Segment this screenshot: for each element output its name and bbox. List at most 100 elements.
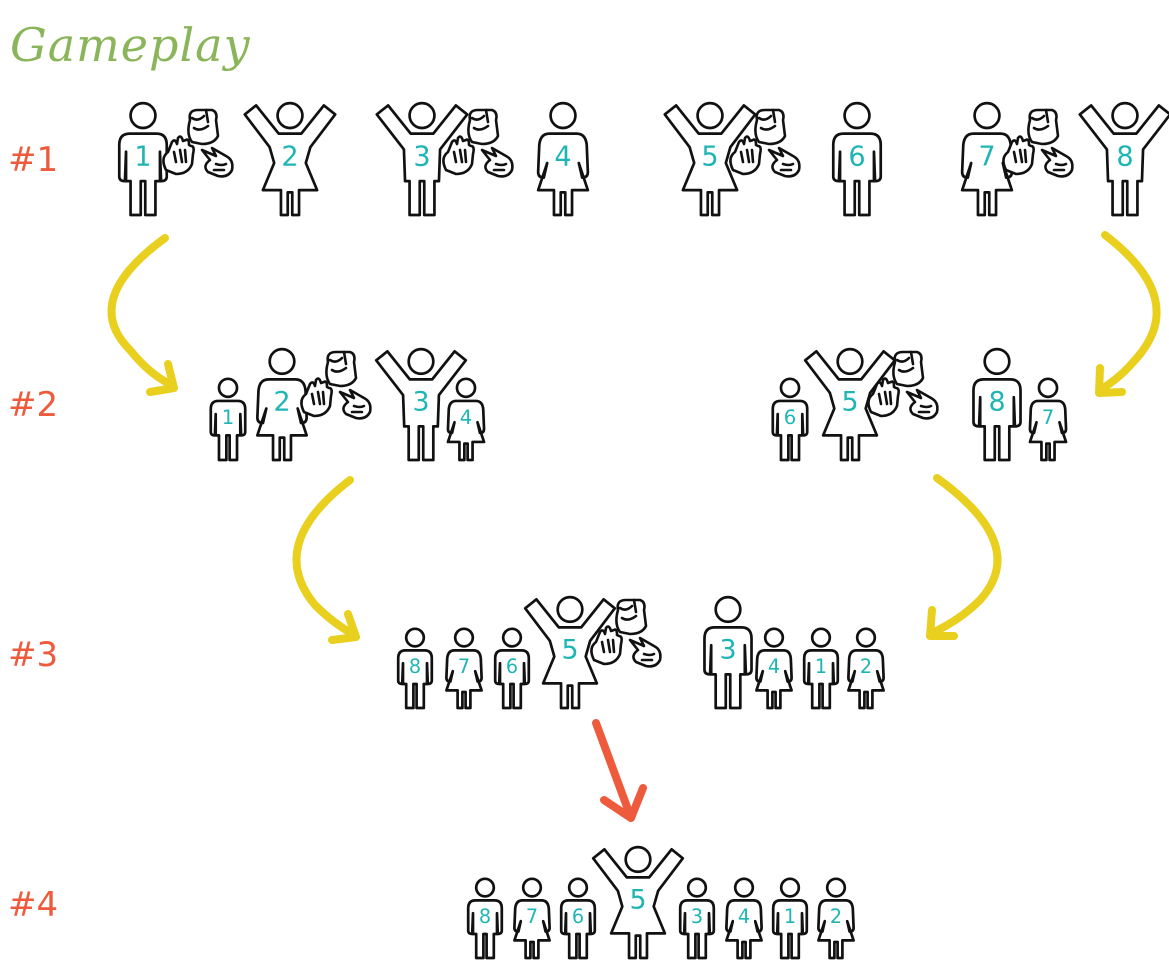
player-r4-4-number: 4 (738, 905, 750, 928)
player-r2-5: 5 (803, 347, 897, 462)
rock-hand-icon (754, 108, 787, 146)
scissors-hand-icon (338, 388, 372, 420)
player-r3-2-number: 2 (860, 655, 872, 678)
player-r3-4-number: 4 (768, 655, 780, 678)
player-r4-6: 6 (559, 877, 597, 960)
player-r3-7-number: 7 (458, 655, 470, 678)
player-r3-2: 2 (847, 627, 885, 710)
round-label-4: #4 (8, 885, 59, 925)
paper-hand-icon (442, 135, 475, 176)
arrow-final (592, 719, 647, 822)
arrow-r2-right (926, 474, 1002, 640)
scissors-hand-icon (905, 388, 939, 420)
rock-hand-icon (1027, 108, 1060, 146)
paper-hand-icon (162, 135, 195, 176)
rock-hand-icon (467, 108, 500, 146)
player-r3-8: 8 (396, 627, 434, 710)
rock-hand-icon (325, 350, 358, 388)
player-r4-1: 1 (771, 877, 809, 960)
player-r4-5: 5 (591, 845, 685, 960)
player-r1-8: 8 (1078, 101, 1169, 217)
player-r4-2: 2 (817, 877, 855, 960)
player-r2-6: 6 (771, 377, 809, 462)
hands-r1-a (162, 108, 234, 178)
paper-hand-icon (729, 135, 762, 176)
player-r1-7-number: 7 (978, 141, 995, 172)
round-label-1: #1 (8, 140, 59, 180)
player-r3-7: 7 (445, 627, 483, 710)
player-r1-2: 2 (243, 101, 337, 217)
player-r3-3-number: 3 (719, 635, 736, 666)
player-r3-5-number: 5 (561, 635, 578, 666)
scissors-hand-icon (1040, 146, 1074, 178)
paper-hand-icon (867, 377, 900, 418)
player-r2-7: 7 (1028, 377, 1068, 462)
rock-hand-icon (615, 598, 648, 636)
player-r4-3: 3 (678, 877, 716, 960)
round-label-2: #2 (8, 385, 59, 425)
player-r2-6-number: 6 (784, 406, 797, 429)
player-r3-5: 5 (523, 595, 617, 710)
player-r1-5-number: 5 (701, 141, 718, 172)
player-r1-3-number: 3 (413, 141, 430, 172)
paper-hand-icon (590, 625, 623, 666)
player-r3-1-number: 1 (815, 655, 827, 678)
player-r4-8-number: 8 (479, 905, 491, 928)
player-r1-4: 4 (536, 101, 590, 217)
hands-r2-right (867, 350, 939, 420)
player-r3-6-number: 6 (506, 655, 518, 678)
scissors-hand-icon (200, 146, 234, 178)
player-r1-1: 1 (117, 101, 169, 217)
round-label-3: #3 (8, 635, 59, 675)
player-r4-8: 8 (466, 877, 504, 960)
hands-r2-left (300, 350, 372, 420)
player-r4-7: 7 (513, 877, 551, 960)
player-r1-8-number: 8 (1116, 141, 1133, 172)
player-r2-1: 1 (209, 377, 247, 462)
player-r4-7-number: 7 (526, 905, 538, 928)
arrow-r1-left (107, 234, 178, 396)
page-title: Gameplay (10, 18, 251, 72)
arrows-layer (107, 231, 1161, 822)
player-r2-4-number: 4 (460, 406, 473, 429)
scissors-hand-icon (767, 146, 801, 178)
player-r1-4-number: 4 (554, 141, 571, 172)
hands-r3 (590, 598, 662, 668)
player-r2-4: 4 (446, 377, 486, 462)
player-r2-8-number: 8 (988, 387, 1005, 418)
player-r3-3: 3 (703, 595, 753, 710)
player-r3-8-number: 8 (409, 655, 421, 678)
player-r2-3: 3 (374, 347, 468, 462)
hands-layer (162, 108, 1074, 668)
scissors-hand-icon (480, 146, 514, 178)
player-r2-2: 2 (256, 347, 308, 462)
player-r4-2-number: 2 (830, 905, 842, 928)
player-r4-4: 4 (725, 877, 763, 960)
paper-hand-icon (300, 377, 333, 418)
scissors-hand-icon (628, 636, 662, 668)
rock-hand-icon (892, 350, 925, 388)
player-r2-5-number: 5 (841, 387, 858, 418)
player-r2-1-number: 1 (222, 406, 235, 429)
player-r3-4: 4 (755, 627, 793, 710)
player-r3-6: 6 (493, 627, 531, 710)
player-r1-6-number: 6 (848, 141, 865, 172)
player-r4-3-number: 3 (691, 905, 703, 928)
player-r4-1-number: 1 (784, 905, 796, 928)
hands-r1-d (1002, 108, 1074, 178)
hands-r1-c (729, 108, 801, 178)
player-r1-5: 5 (663, 101, 757, 217)
player-r1-6: 6 (831, 101, 883, 217)
player-r1-3: 3 (375, 101, 469, 217)
rock-hand-icon (187, 108, 220, 146)
arrow-r2-left (292, 476, 360, 644)
hands-r1-b (442, 108, 514, 178)
player-r1-2-number: 2 (281, 141, 298, 172)
paper-hand-icon (1002, 135, 1035, 176)
player-r2-7-number: 7 (1042, 406, 1055, 429)
player-r2-2-number: 2 (273, 387, 290, 418)
player-r4-5-number: 5 (629, 885, 646, 916)
player-r2-3-number: 3 (412, 387, 429, 418)
